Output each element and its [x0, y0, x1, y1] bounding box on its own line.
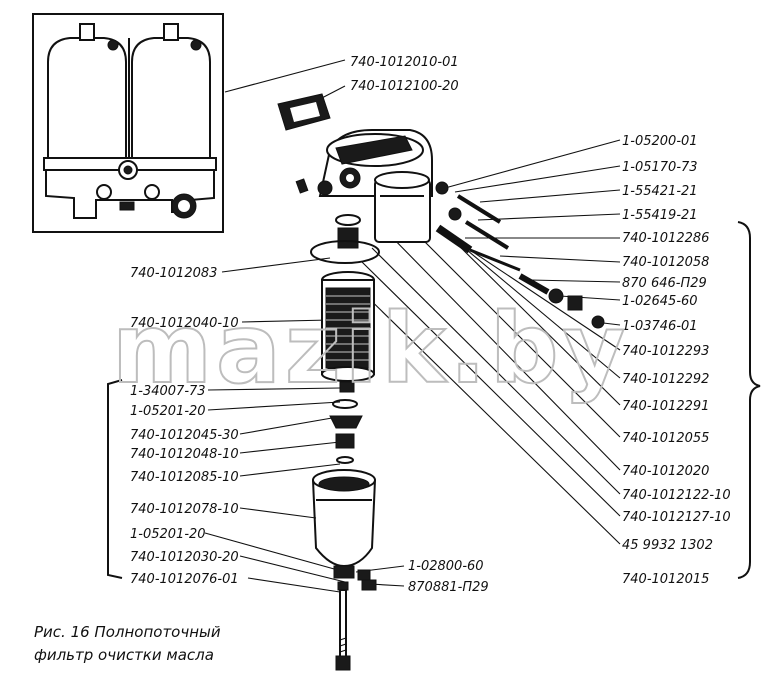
- part-label: 740-1012048-10: [130, 447, 239, 462]
- part-label: 740-1012030-20: [130, 550, 239, 565]
- part-label: 1-05170-73: [622, 160, 698, 175]
- part-label: 1-05200-01: [622, 134, 698, 149]
- part-label: 740-1012122-10: [622, 488, 731, 503]
- part-label: 740-1012015: [622, 572, 709, 587]
- part-label: 740-1012083: [130, 266, 217, 281]
- part-label: 1-55421-21: [622, 184, 698, 199]
- part-label: 870881-П29: [408, 580, 489, 595]
- part-label: 1-02800-60: [408, 559, 484, 574]
- part-label: 1-05201-20: [130, 404, 206, 419]
- part-label: 740-1012076-01: [130, 572, 239, 587]
- part-label: 740-1012010-01: [350, 55, 459, 70]
- group-brackets: [107, 221, 761, 579]
- part-label: 740-1012291: [622, 399, 709, 414]
- part-label: 1-05201-20: [130, 527, 206, 542]
- part-label: 740-1012292: [622, 372, 709, 387]
- part-label: 1-34007-73: [130, 384, 206, 399]
- leader-lines: [204, 59, 621, 593]
- part-label: 740-1012085-10: [130, 470, 239, 485]
- part-label: 740-1012020: [622, 464, 709, 479]
- part-label: 740-1012293: [622, 344, 709, 359]
- assembly-inset: [32, 13, 224, 233]
- caption-line-1: Рис. 16 Полнопоточный: [34, 623, 221, 641]
- part-label: 740-1012100-20: [350, 79, 459, 94]
- part-label: 1-02645-60: [622, 294, 698, 309]
- caption-line-2: фильтр очистки масла: [34, 646, 214, 664]
- part-label: 740-1012058: [622, 255, 709, 270]
- part-label: 740-1012286: [622, 231, 709, 246]
- watermark-text: mazik.by: [112, 293, 629, 405]
- part-label: 740-1012127-10: [622, 510, 731, 525]
- part-label: 870 646-П29: [622, 276, 707, 291]
- part-label: 740-1012055: [622, 431, 709, 446]
- part-label: 45 9932 1302: [622, 538, 713, 553]
- figure-caption: Рис. 16 Полнопоточный фильтр очистки мас…: [34, 623, 221, 664]
- part-label: 740-1012040-10: [130, 316, 239, 331]
- filter-parts: [277, 93, 605, 671]
- part-labels: 740-1012010-01 740-1012100-20 1-05200-01…: [130, 55, 731, 595]
- part-label: 740-1012078-10: [130, 502, 239, 517]
- part-label: 1-03746-01: [622, 319, 698, 334]
- part-label: 1-55419-21: [622, 208, 698, 223]
- part-label: 740-1012045-30: [130, 428, 239, 443]
